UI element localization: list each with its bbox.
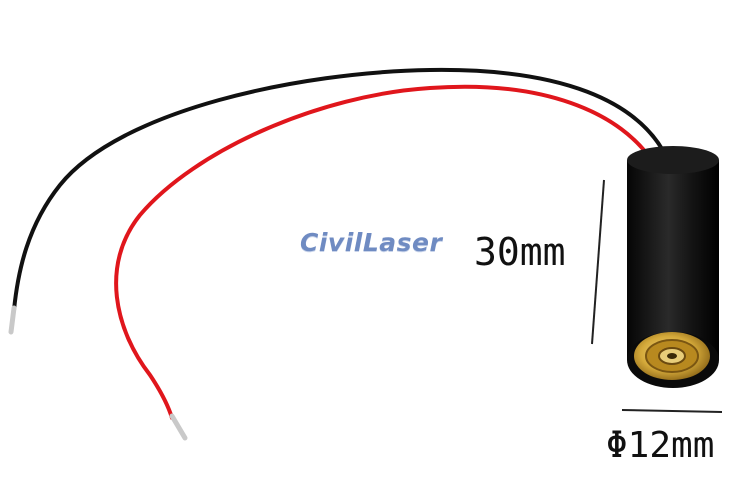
brand-logo: CivilLaser xyxy=(300,228,443,257)
length-dimension-line xyxy=(591,179,605,345)
laser-module xyxy=(627,146,719,388)
black-wire-tip xyxy=(8,305,17,335)
black-wire xyxy=(12,67,670,312)
red-wire-tip xyxy=(169,413,188,441)
length-label: 30mm xyxy=(474,230,566,274)
diameter-dimension-line xyxy=(621,409,723,413)
diameter-label: Φ12mm xyxy=(606,425,715,466)
red-wire xyxy=(114,84,657,420)
